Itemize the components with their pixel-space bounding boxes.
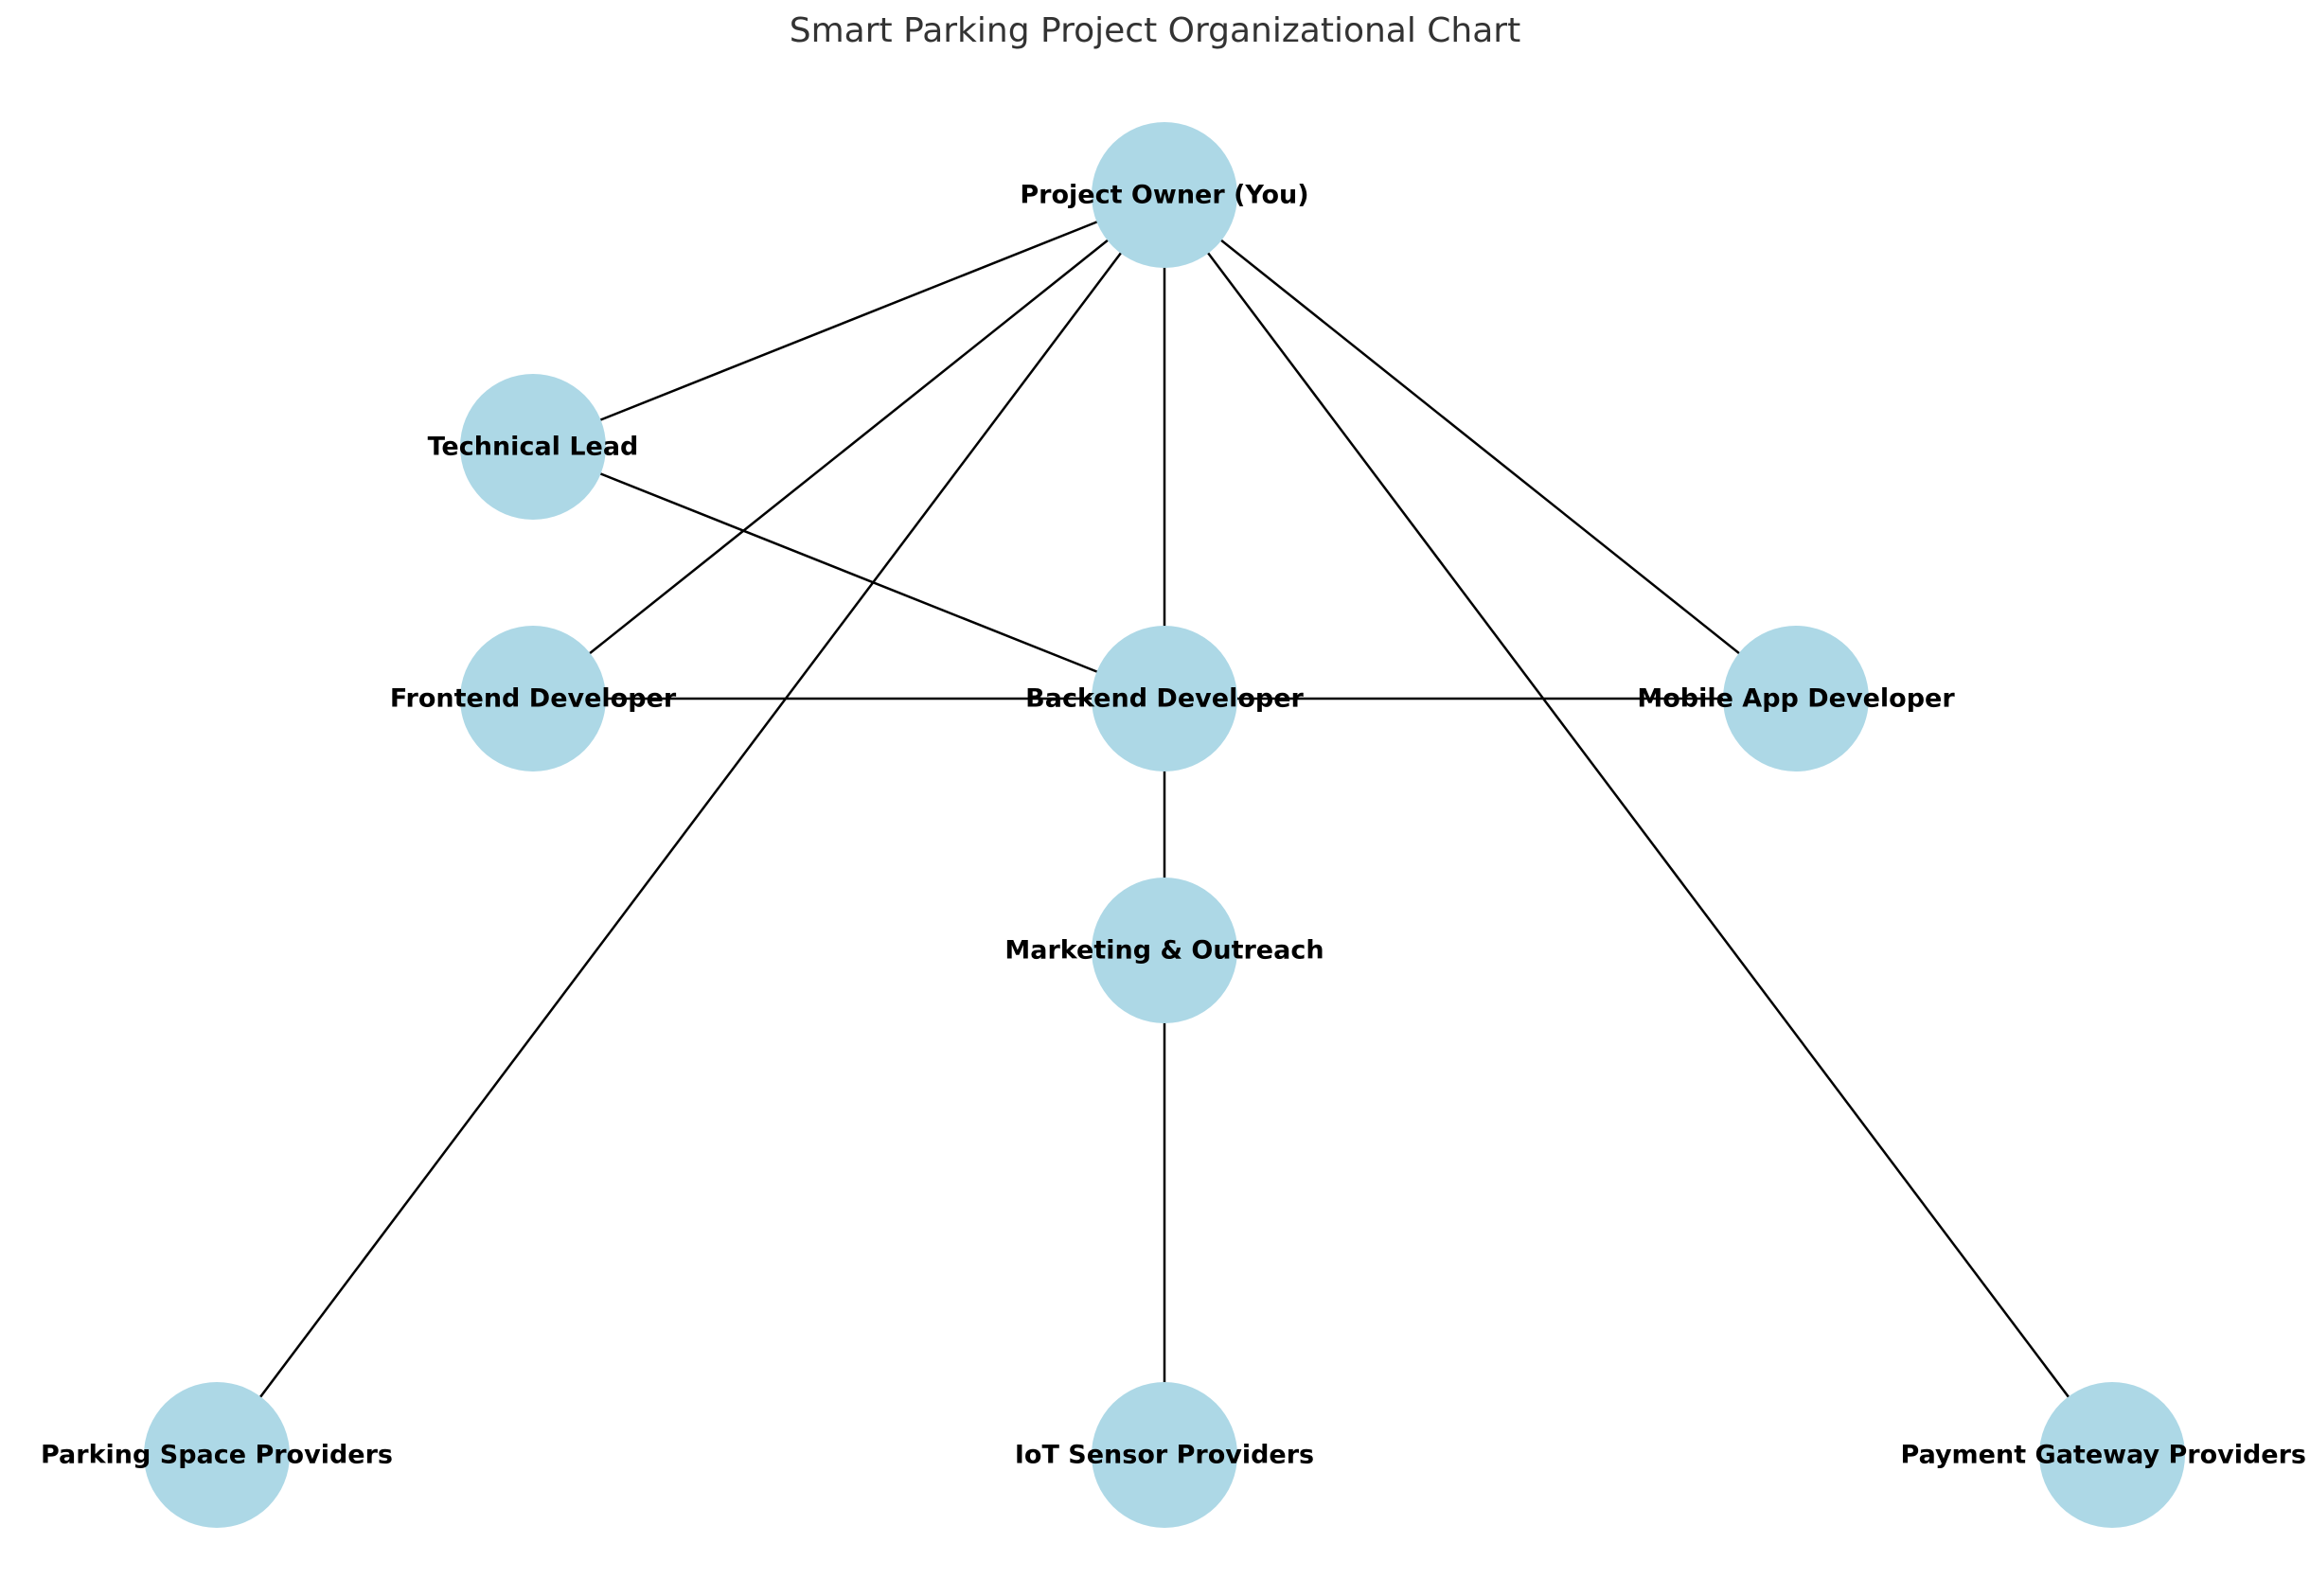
node-mobile [1723,626,1869,771]
node-label-backend: Backend Developer [1025,684,1304,714]
edge-tech-backend [532,445,1165,700]
node-backend [1092,626,1237,771]
node-marketing [1092,878,1237,1023]
edges-layer [216,193,2113,1456]
nodes-layer: Project Owner (You) Technical LeadFronten… [41,122,2306,1528]
edge-owner-frontend [532,194,1165,700]
edge-owner-payment [1164,194,2113,1456]
node-owner [1092,122,1237,268]
chart-title: Smart Parking Project Organizational Cha… [789,11,1521,50]
node-label-parking: Parking Space Providers [41,1441,393,1470]
node-label-marketing: Marketing & Outreach [1004,936,1324,966]
edge-owner-tech [532,193,1165,449]
node-label-mobile: Mobile App Developer [1637,684,1955,714]
node-label-frontend: Frontend Developer [390,684,677,714]
node-label-iot: IoT Sensor Providers [1015,1441,1314,1470]
node-label-tech: Technical Lead [428,433,639,462]
node-parking [144,1382,290,1528]
edge-owner-parking [216,194,1165,1456]
node-label-owner: Project Owner (You) [1020,181,1308,210]
node-label-payment: Payment Gateway Providers [1901,1441,2307,1470]
node-tech [460,374,606,520]
edge-owner-mobile [1164,194,1797,700]
node-payment [2039,1382,2185,1528]
node-iot [1092,1382,1237,1528]
node-frontend [460,626,606,771]
